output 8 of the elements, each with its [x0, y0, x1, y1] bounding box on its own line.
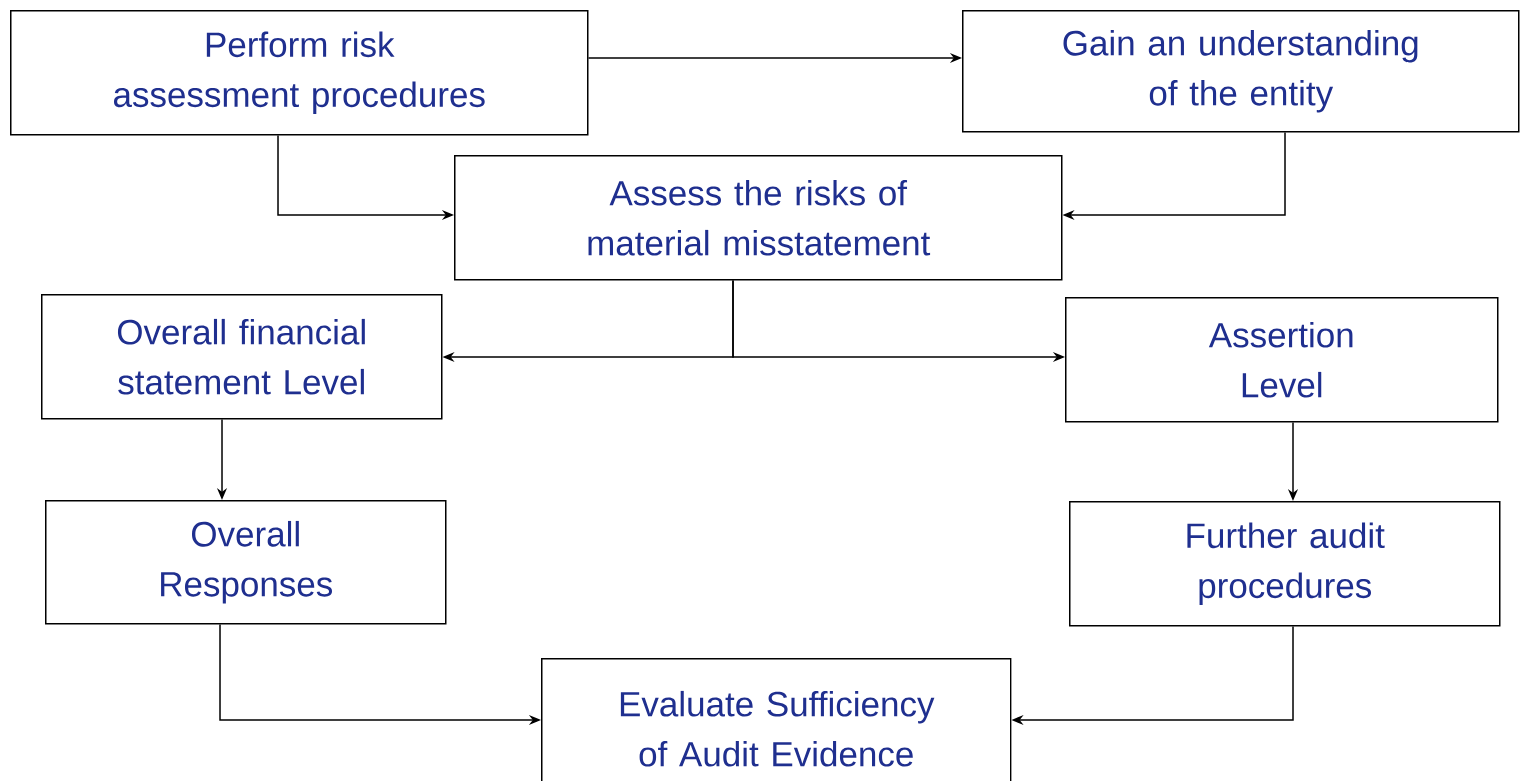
process-box: Evaluate Sufficiency of Audit Evidence — [541, 658, 1012, 781]
process-box: Overall Responses — [45, 500, 447, 625]
process-box: Assess the risks of material misstatement — [454, 155, 1063, 281]
process-box: Further audit procedures — [1069, 501, 1501, 627]
process-box: Perform risk assessment procedures — [10, 10, 589, 136]
process-box: Assertion Level — [1065, 297, 1499, 423]
process-box: Overall financial statement Level — [41, 294, 443, 420]
process-box: Gain an understanding of the entity — [962, 10, 1520, 133]
